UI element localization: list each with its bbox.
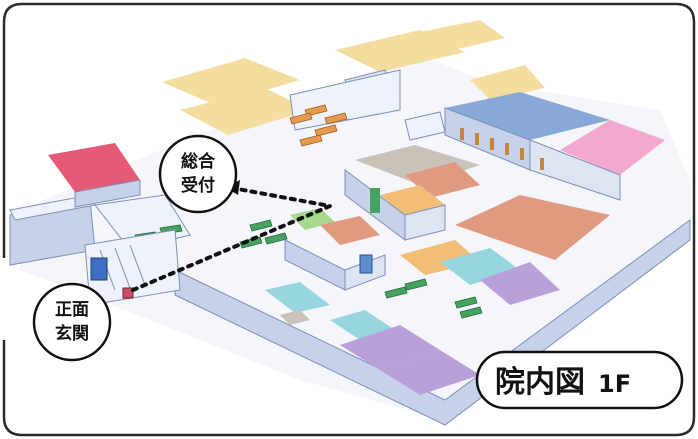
atm-machine	[90, 257, 108, 281]
room-purple-lower-2	[380, 350, 480, 395]
entrance-callout	[32, 282, 112, 362]
room-yellow-4	[420, 20, 505, 52]
green-door	[370, 188, 380, 213]
entrance-marker	[122, 287, 134, 299]
room-red-wall	[74, 179, 141, 208]
room-pink-wall	[529, 139, 621, 201]
room-cyan-lower	[265, 282, 330, 313]
reception-callout	[158, 134, 238, 214]
room-yellow-2	[180, 88, 310, 135]
title-badge	[475, 350, 684, 410]
room-purple-right	[480, 262, 560, 305]
map-title: 院内図	[495, 365, 585, 400]
room-blue	[445, 92, 610, 140]
entrance-vestibule	[84, 229, 181, 306]
reception-counter	[404, 111, 446, 141]
vending-machine	[359, 254, 373, 274]
room-orange-center	[380, 185, 445, 215]
reception-label-line1: 総合	[181, 151, 216, 172]
room-gray-small	[280, 310, 310, 325]
room-red	[48, 143, 140, 192]
entrance-label-line1: 正面	[55, 300, 89, 320]
room-purple-lower	[340, 325, 440, 370]
entrance-label-line2: 玄関	[55, 323, 89, 344]
south-wall	[174, 219, 691, 426]
route-line	[131, 185, 337, 292]
reception-label-line2: 受付	[181, 175, 215, 196]
center-block-wall-right	[404, 204, 446, 241]
room-salmon-small	[320, 216, 380, 245]
room-pink	[560, 120, 665, 175]
right-sofas-green	[384, 278, 483, 319]
doors-row	[460, 128, 544, 170]
floor-label: 1F	[598, 370, 631, 398]
waiting-sofas-orange	[289, 104, 348, 147]
room-salmon-large	[455, 195, 610, 260]
room-yellow-1	[162, 58, 300, 105]
room-yellow-5	[470, 65, 545, 100]
